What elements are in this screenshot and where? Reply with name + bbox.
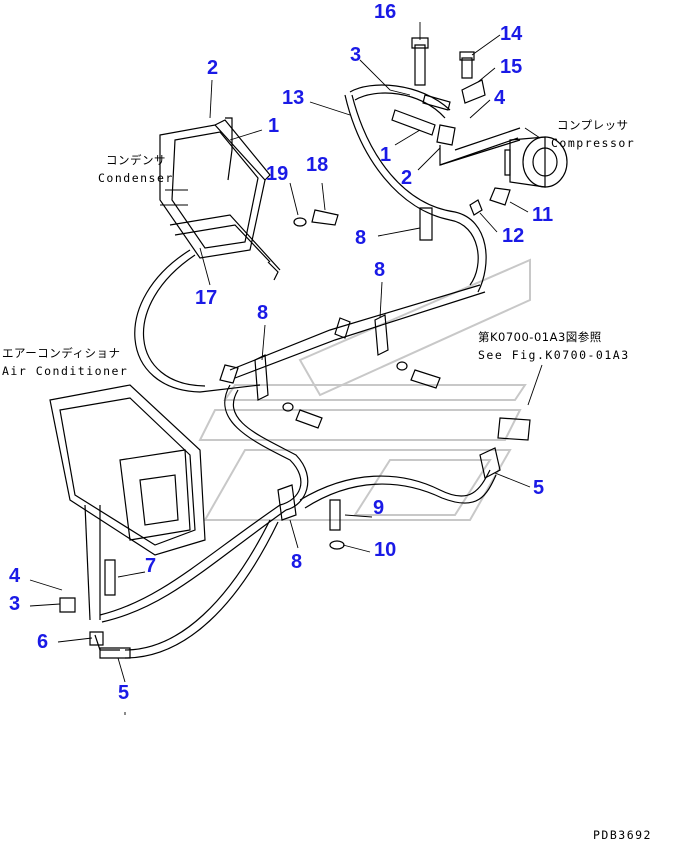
- hose-lines: [94, 84, 497, 659]
- air-conditioner-drawing: [49, 384, 206, 621]
- callout-13: 13: [282, 87, 305, 109]
- callout-1-condenser: 1: [268, 115, 280, 137]
- condenser-en-label: Condenser: [98, 171, 174, 185]
- callout-3-left: 3: [9, 593, 21, 615]
- callout-7: 7: [145, 555, 157, 577]
- callout-5-bottom: 5: [118, 682, 130, 704]
- callout-15: 15: [500, 56, 523, 78]
- compressor-drawing: [504, 136, 568, 188]
- callout-8-d: 8: [291, 551, 303, 573]
- callout-2-top: 2: [207, 57, 219, 79]
- callout-14: 14: [500, 23, 523, 45]
- callout-8-c: 8: [257, 302, 269, 324]
- callout-3-top: 3: [350, 44, 362, 66]
- air-conditioner-en-label: Air Conditioner: [2, 364, 129, 378]
- compressor-jp-label: コンプレッサ: [557, 118, 629, 132]
- callout-11: 11: [532, 204, 554, 226]
- callout-16: 16: [374, 1, 397, 23]
- compressor-en-label: Compressor: [551, 136, 636, 150]
- callout-1-pipe: 1: [380, 144, 392, 166]
- callout-8-b: 8: [374, 259, 386, 281]
- drawing-code: PDB3692: [593, 828, 652, 842]
- callout-8-a: 8: [355, 227, 367, 249]
- callout-6: 6: [37, 631, 49, 653]
- callout-18: 18: [306, 154, 329, 176]
- condenser-drawing: [159, 117, 281, 281]
- callout-17: 17: [195, 287, 218, 309]
- reference-en-label: See Fig.K0700-01A3: [478, 348, 630, 362]
- condenser-jp-label: コンデンサ: [106, 153, 166, 167]
- callout-19: 19: [266, 163, 289, 185]
- callout-12: 12: [502, 225, 525, 247]
- leader-lines: [29, 22, 543, 715]
- callout-2-pipe: 2: [401, 167, 413, 189]
- callout-9: 9: [373, 497, 385, 519]
- callout-5-right: 5: [533, 477, 545, 499]
- air-conditioner-jp-label: エアーコンディショナ: [2, 346, 121, 360]
- callout-4-top: 4: [494, 87, 506, 109]
- callout-10: 10: [374, 539, 397, 561]
- watermark-logo: [198, 258, 531, 521]
- callout-4-left: 4: [9, 565, 21, 587]
- reference-jp-label: 第K0700-01A3図参照: [478, 330, 602, 344]
